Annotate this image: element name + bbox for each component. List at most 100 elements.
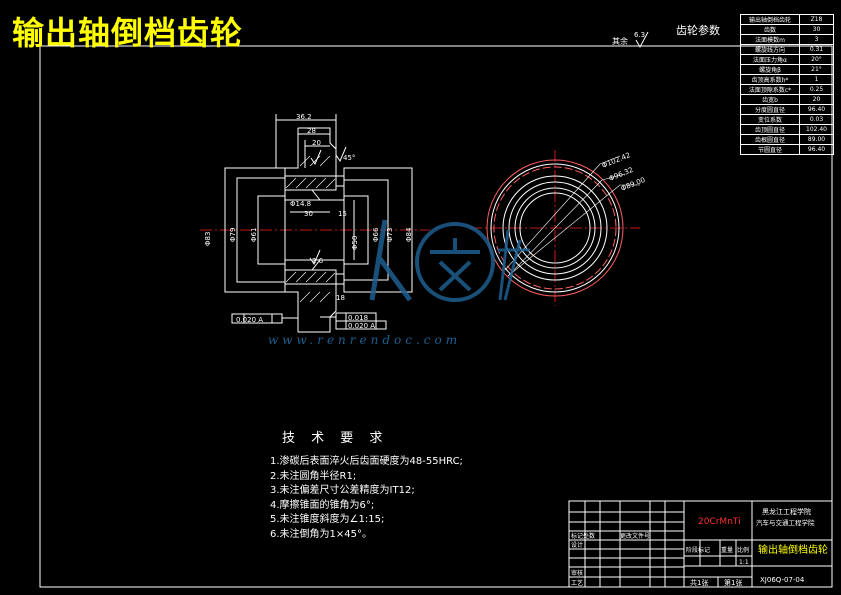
dim-phi79: Φ79 <box>229 228 237 242</box>
hub-left-top <box>284 128 299 186</box>
param-value: 21° <box>799 64 834 75</box>
scale-value: 1:1 <box>739 559 749 566</box>
param-value: 0.25 <box>799 84 834 95</box>
dim-phi14-8: Φ14.8 <box>290 200 311 208</box>
page-title: 输出轴倒档齿轮 <box>12 14 244 52</box>
tech-req-item: 5.未注锥度斜度为∠1:15; <box>270 514 385 526</box>
roughness-label: 其余 <box>612 36 628 46</box>
param-value: Z18 <box>799 14 834 25</box>
roughness-value: 6.3 <box>634 31 645 39</box>
root-circle <box>493 166 617 290</box>
param-value: 96.40 <box>799 104 834 115</box>
roughness-symbol <box>635 31 649 49</box>
dim-2-6: 2.6 <box>312 257 324 265</box>
section-view <box>200 114 430 333</box>
param-value: 102.40 <box>799 124 834 135</box>
dim-phi73: Φ73 <box>386 228 394 242</box>
sheet-no: 第1张 <box>724 578 742 587</box>
param-value: 30 <box>799 24 834 35</box>
row-design: 设计 <box>571 541 583 549</box>
param-value: 1 <box>799 74 834 85</box>
gear-upper-block <box>284 175 337 191</box>
param-value: 20° <box>799 54 834 65</box>
school-line-1: 黑龙江工程学院 <box>762 507 811 516</box>
param-value: 0.03 <box>799 114 834 125</box>
dim-30: 30 <box>304 210 313 218</box>
title-block-text: 20CrMnTi 黑龙江工程学院 汽车与交通工程学院 输出轴倒档齿轮 XJ06Q… <box>571 507 828 587</box>
hub-circle-1 <box>502 175 608 281</box>
dim-18: 18 <box>336 294 345 302</box>
school-line-2: 汽车与交通工程学院 <box>756 518 815 527</box>
param-label: 法面模数m <box>740 34 800 45</box>
dim-phi66: Φ66 <box>372 227 380 242</box>
param-label: 输出轴倒档齿轮 <box>740 14 800 25</box>
end-view <box>470 150 640 306</box>
tech-req-item: 3.未注偏差尺寸公差精度为IT12; <box>270 485 415 497</box>
end-view-dimensions: Φ102.42 Φ96.32 Φ89.00 <box>601 151 647 193</box>
param-label: 变位系数 <box>740 114 800 125</box>
mark-label: 标记处数 <box>571 532 595 540</box>
param-value: 96.40 <box>799 144 834 155</box>
scale-label: 比例 <box>737 546 749 554</box>
tech-req-list: 1.渗碳后表面淬火后齿面硬度为48-55HRC; 2.未注圆角半径R1; 3.未… <box>270 455 463 543</box>
bore-circle-1 <box>514 187 596 269</box>
material-text: 20CrMnTi <box>698 517 741 527</box>
pitch-circle <box>490 163 620 293</box>
dim-28: 28 <box>307 127 316 135</box>
tech-req-item: 6.未注倒角为1×45°。 <box>270 528 373 540</box>
dim-phi84: Φ84 <box>405 227 413 242</box>
dim-angle-45: 45° <box>343 154 355 162</box>
bore-circle-2 <box>519 192 591 264</box>
weight-label: 重量 <box>721 546 733 554</box>
title-block <box>568 500 833 588</box>
param-value: 20 <box>799 94 834 105</box>
stage-label: 阶段标记 <box>686 546 710 554</box>
row-std: 工艺 <box>571 579 583 587</box>
section-dimensions: 36.2 28 20 45° Φ14.8 30 15 2.6 18 0.020 … <box>204 113 413 330</box>
param-row: 齿顶高系数h*1 <box>740 74 834 85</box>
tol-frame-right-2 <box>335 320 387 330</box>
hub-left-bottom <box>284 274 299 332</box>
dim-phi83: Φ83 <box>204 232 212 246</box>
tol-left-text: 0.020 A <box>236 316 263 324</box>
param-label: 节圆直径 <box>740 144 800 155</box>
watermark-logo <box>369 219 530 302</box>
dim-phi50: Φ50 <box>351 236 359 250</box>
tol-right-1-text: 0.018 <box>348 314 368 322</box>
dim-36-2: 36.2 <box>296 113 312 121</box>
tip-circle <box>486 159 624 297</box>
param-label: 法面压力角α <box>740 54 800 65</box>
param-label: 齿宽b <box>740 94 800 105</box>
drawing-no-text: XJ06Q-07-04 <box>760 576 805 584</box>
sheet-total: 共1张 <box>690 578 708 587</box>
param-label: 齿顶高系数h* <box>740 74 800 85</box>
gear-lower-block <box>284 269 337 285</box>
hatching <box>285 155 336 303</box>
tech-req-heading: 技 术 要 求 <box>282 431 389 446</box>
drawing-name-text: 输出轴倒档齿轮 <box>758 543 828 556</box>
watermark-url: www.renrendoc.com <box>268 333 462 347</box>
tech-req-item: 1.渗碳后表面淬火后齿面硬度为48-55HRC; <box>270 456 463 467</box>
doc-label: 更改文件号 <box>620 532 650 540</box>
dim-r-89-00: Φ89.00 <box>620 176 647 193</box>
param-label: 分度圆直径 <box>740 104 800 115</box>
param-label: 齿顶圆直径 <box>740 124 800 135</box>
dim-15: 15 <box>338 210 347 218</box>
param-value: 3 <box>799 34 834 45</box>
drawing-frame <box>39 45 833 588</box>
row-check: 审核 <box>571 569 583 577</box>
param-label: 齿根圆直径 <box>740 134 800 145</box>
param-value: 89.00 <box>799 134 834 145</box>
